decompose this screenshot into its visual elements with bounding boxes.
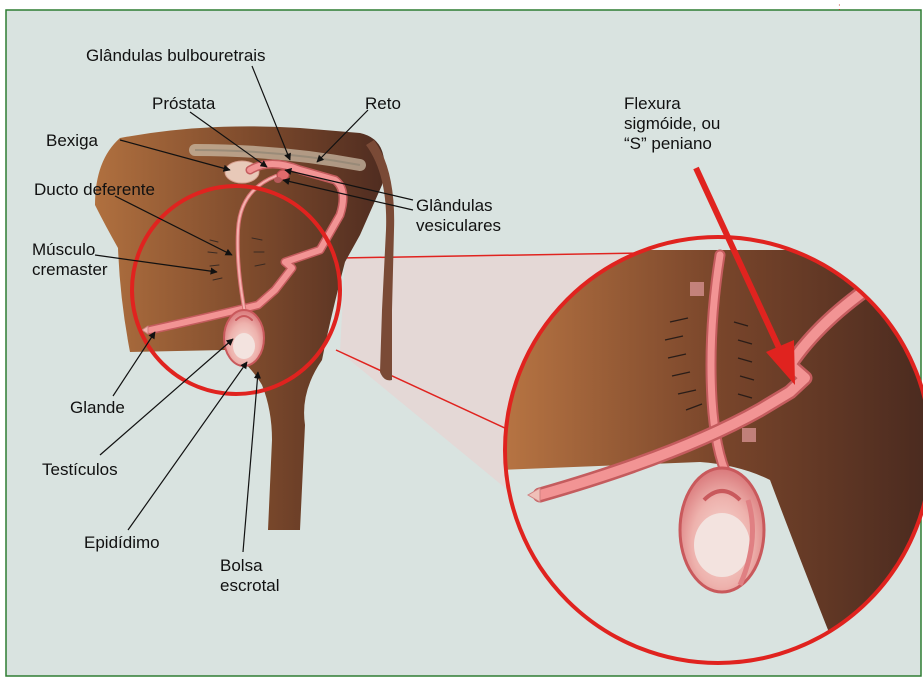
label-flexura-sigmoide: Flexura sigmóide, ou “S” peniano — [624, 94, 720, 154]
label-bexiga: Bexiga — [46, 131, 98, 151]
label-testiculos: Testículos — [42, 460, 118, 480]
label-musculo-cremaster: Músculo cremaster — [32, 240, 108, 280]
svg-text::: : — [838, 2, 841, 13]
label-glandulas-vesiculares: Glândulas vesiculares — [416, 196, 501, 236]
label-ducto-deferente: Ducto deferente — [34, 180, 155, 200]
label-reto: Reto — [365, 94, 401, 114]
zoom-circle-large — [500, 237, 923, 663]
label-epididimo: Epidídimo — [84, 533, 160, 553]
label-glande: Glande — [70, 398, 125, 418]
label-prostata: Próstata — [152, 94, 215, 114]
label-bolsa-escrotal: Bolsa escrotal — [220, 556, 280, 596]
label-glandulas-bulbouretrais: Glândulas bulbouretrais — [86, 46, 266, 66]
